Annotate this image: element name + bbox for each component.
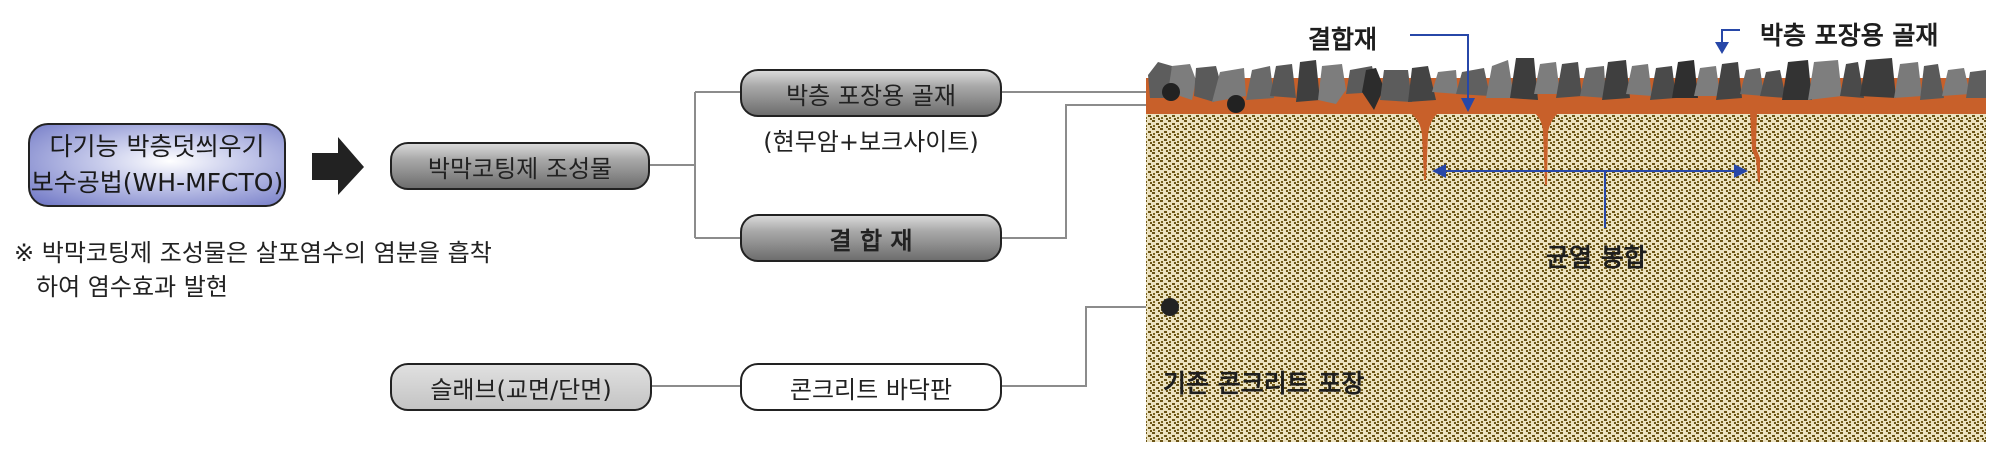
binder-arrow-head-icon: [1461, 98, 1475, 112]
binder-label: 결합재: [1308, 25, 1378, 54]
crack-arrow-right-icon: [1734, 164, 1748, 178]
note-line1: ※ 박막코팅제 조성물은 살포염수의 염분을 흡착: [14, 239, 492, 267]
binder-node: 결 합 재: [740, 214, 1002, 262]
binder-marker-dot: [1227, 95, 1245, 113]
aggregate-node: 박층 포장용 골재: [740, 69, 1002, 117]
concrete-floor-node: 콘크리트 바닥판: [740, 363, 1002, 411]
note-line2: 하여 염수효과 발현: [36, 273, 228, 301]
annotation-arrows: [1410, 29, 1740, 228]
main-method-line1: 다기능 박층덧씌우기: [49, 132, 265, 161]
crack-arrow-left-icon: [1432, 164, 1446, 178]
existing-concrete-layer: [1146, 112, 1986, 442]
existing-pavement-label: 기존 콘크리트 포장: [1163, 369, 1365, 398]
main-method-box: 다기능 박층덧씌우기 보수공법(WH-MFCTO): [28, 123, 286, 207]
composition-node: 박막코팅제 조성물: [390, 142, 650, 190]
aggregate-marker-dot: [1162, 83, 1180, 101]
slab-node: 슬래브(교면/단면): [390, 363, 652, 411]
aggregate-arrow-head-icon: [1715, 42, 1729, 54]
note-text: ※ 박막코팅제 조성물은 살포염수의 염분을 흡착 하여 염수효과 발현: [14, 236, 492, 304]
main-method-line2: 보수공법(WH-MFCTO): [30, 168, 284, 197]
right-arrow-icon: [312, 137, 364, 195]
thin-aggregate-label: 박층 포장용 골재: [1760, 21, 1939, 50]
concrete-marker-dot: [1161, 298, 1179, 316]
aggregate-sub-label: (현무암+보크사이트): [763, 128, 979, 156]
crack-fills: [1408, 112, 1760, 185]
aggregate-stones: [1148, 58, 1986, 110]
crack-sealing-label: 균열 봉합: [1546, 243, 1647, 272]
